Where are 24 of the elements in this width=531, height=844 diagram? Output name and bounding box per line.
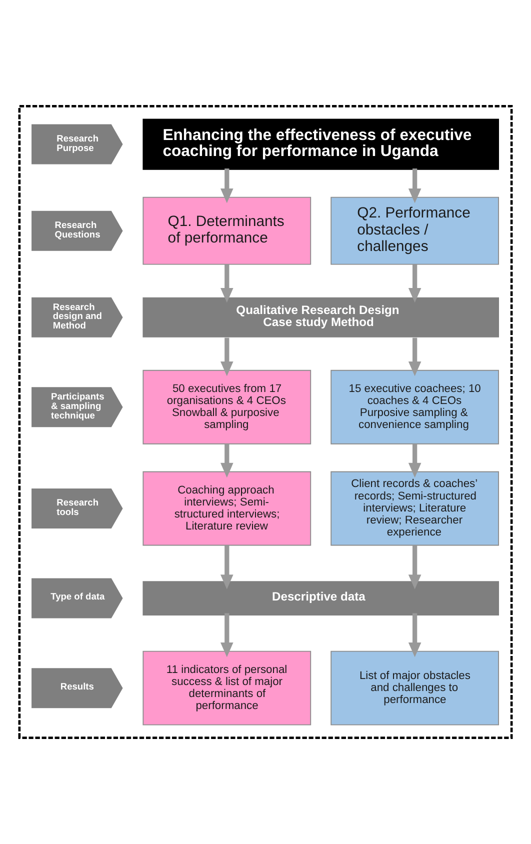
node-box: 50 executives from 17 organisations & 4 CEOs Snowball & purposive sampling [142,370,312,444]
arrow [408,264,422,303]
arrow [408,613,422,658]
node-box: Client records & coaches’ records; Semi-structured interviews; Literature review; Researcher experience [330,471,499,546]
cluster [18,105,513,739]
arrow [220,613,234,658]
node-box: Descriptive data [142,581,499,616]
arrow [408,444,422,478]
node-box: Q1. Determinants of performance [142,196,312,265]
arrow [220,168,234,204]
node-box: Qualitative Research Design Case study Method [142,297,499,338]
node-box: 11 indicators of personal success & list of major determinants of performance [142,650,312,726]
arrow [408,338,422,376]
arrow [220,338,234,376]
arrow [408,168,422,204]
arrow [408,545,422,590]
node-box: Coaching approach interviews; Semi-structured interviews; Literature review [142,471,312,546]
node-box: 15 executive coachees; 10 coaches & 4 CEOs Purposive sampling & convenience sampling [330,370,499,444]
arrow [220,264,234,303]
arrow [220,545,234,590]
node-box: List of major obstacles and challenges to performance [330,650,499,726]
node-box: Enhancing the effectiveness of executive coaching for performance in Uganda [142,118,499,170]
node-box: Q2. Performance obstacles / challenges [330,196,499,265]
arrow [220,444,234,478]
